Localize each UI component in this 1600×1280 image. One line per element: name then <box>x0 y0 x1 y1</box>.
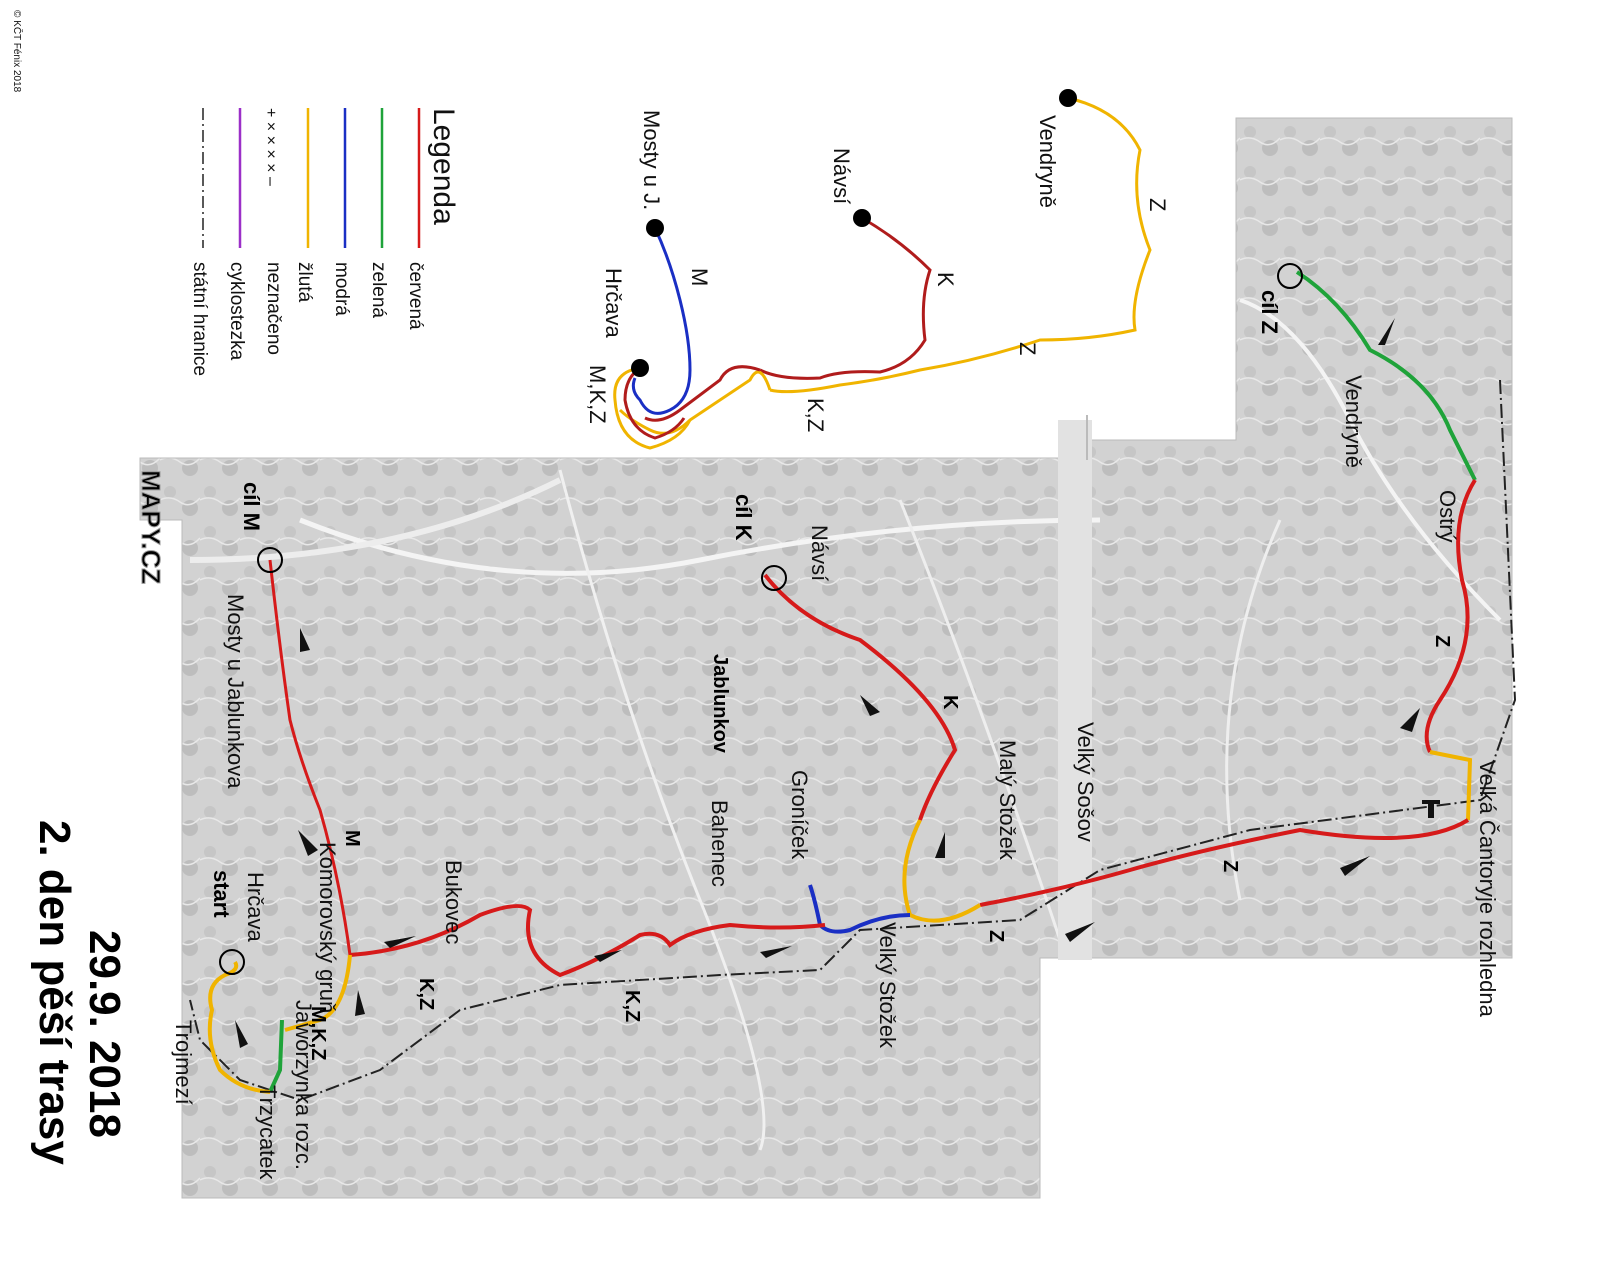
place-navsi: Návsí <box>807 525 832 581</box>
place-velky-sosov: Velký Sošov <box>1073 722 1098 842</box>
legend-item-border: státní hranice <box>189 262 210 376</box>
place-cil-m: cíl M <box>239 482 264 531</box>
arrow-icon <box>298 830 318 856</box>
profile-label-mosty: Mosty u J. <box>639 110 664 210</box>
place-jablunkov: Jablunkov <box>709 654 731 754</box>
profile-route-m: M <box>687 268 712 286</box>
route-blue <box>808 884 911 934</box>
map-background <box>139 117 1513 1199</box>
arrow-icon <box>760 946 792 958</box>
title-date: 29.9. 2018 <box>80 930 129 1138</box>
route-profile <box>613 89 1152 460</box>
profile-route-z2: Z <box>1015 342 1040 355</box>
goal-circle-k <box>761 565 787 591</box>
place-cil-k: cíl K <box>731 494 756 541</box>
route-red-ostry <box>1424 478 1477 753</box>
route-yellow-rozhledna <box>1429 750 1473 821</box>
profile-blue <box>631 227 692 415</box>
profile-red-navsi <box>759 216 932 380</box>
arrow-icon <box>1065 922 1095 942</box>
arrow-icon <box>1340 856 1370 876</box>
goal-circle-m <box>257 547 283 573</box>
legend-item-yellow: žlutá <box>294 262 315 303</box>
legend-heading: Legenda <box>427 108 460 225</box>
profile-loop <box>613 366 692 450</box>
arrow-icon <box>594 950 622 962</box>
map-route-m: M <box>341 830 363 847</box>
legend-item-blue: modrá <box>331 262 352 316</box>
route-yellow-mkz <box>284 954 352 1032</box>
place-komorovsky: Komorovský gruň <box>315 842 340 1013</box>
place-mosty: Mosty u Jablunkova <box>223 594 248 789</box>
arrow-icon <box>235 1020 248 1048</box>
arrow-icon <box>300 628 310 652</box>
legend-unmarked-symbol: + × × × × – <box>262 108 279 186</box>
legend-item-red: červená <box>405 262 426 330</box>
profile-point-mosty <box>646 219 664 237</box>
profile-point-navsi <box>853 209 871 227</box>
profile-route-kz: K,Z <box>803 398 828 432</box>
profile-route-mkz: M,K,Z <box>585 365 610 424</box>
place-maly-stozek: Malý Stožek <box>995 740 1020 861</box>
start-circle <box>219 949 245 975</box>
map-route-z2: Z <box>1219 860 1241 872</box>
legend-lines <box>202 108 421 248</box>
direction-arrows <box>235 318 1420 1048</box>
route-red-z <box>979 818 1470 907</box>
place-hrcava: Hrčava <box>243 872 268 942</box>
profile-route-k: K <box>933 272 958 287</box>
profile-point-vendryne <box>1059 89 1077 107</box>
place-ostry: Ostrý <box>1435 490 1460 543</box>
profile-label-hrcava: Hrčava <box>601 268 626 338</box>
place-rozhledna: Velká Čantoryje rozhledna <box>1475 760 1500 1018</box>
copyright-text: © KČT Fénix 2018 <box>11 10 24 93</box>
rotated-text-layer: © KČT Fénix 2018 Legenda červená zelená … <box>11 10 1500 1181</box>
place-vendryne: Vendryně <box>1341 375 1366 468</box>
place-bukovec: Bukovec <box>441 860 466 944</box>
profile-yellow-kz <box>618 370 772 435</box>
profile-route-z1: Z <box>1145 198 1170 211</box>
route-red-kz <box>349 904 826 978</box>
place-jaworzynka: Jaworzynka rozc. <box>291 1000 316 1170</box>
arrow-icon <box>384 936 416 948</box>
map-routes <box>207 270 1477 1094</box>
goal-circle-z <box>1277 263 1303 289</box>
profile-label-vendryne: Vendryně <box>1035 115 1060 208</box>
tower-icon <box>1422 800 1440 818</box>
place-gronicek: Groníček <box>787 770 812 860</box>
place-velky-stozek: Velký Stožek <box>875 922 900 1049</box>
map-route-mkz: M,K,Z <box>307 1006 329 1060</box>
profile-red-kz <box>644 365 761 422</box>
arrow-icon <box>935 832 945 858</box>
place-cil-z: cíl Z <box>1257 290 1282 334</box>
route-yellow-start <box>207 960 271 1094</box>
profile-point-hrcava <box>631 359 649 377</box>
map-route-z3: Z <box>985 930 1007 942</box>
route-green-vendryne <box>1295 270 1477 481</box>
place-trojmezi: Trojmezí <box>171 1020 196 1105</box>
map-route-kz1: K,Z <box>415 978 437 1010</box>
profile-yellow-vendryne <box>769 96 1152 394</box>
arrow-icon <box>860 695 880 716</box>
arrow-icon <box>1400 708 1420 732</box>
profile-label-navsi: Návsí <box>829 148 854 204</box>
map-route-k: K <box>939 695 961 710</box>
legend-item-unmarked: neznačeno <box>263 262 284 355</box>
map-route-z1: Z <box>1431 635 1453 647</box>
place-start: start <box>209 870 234 918</box>
place-trzycatek: Trzycatek <box>255 1085 280 1181</box>
route-green-jaworzynka <box>268 1019 284 1093</box>
place-bahenec: Bahenec <box>707 800 732 887</box>
arrow-icon <box>1378 318 1395 345</box>
mapy-logo: MAPY.CZ <box>136 470 166 584</box>
legend-item-cycle: cyklostezka <box>226 262 247 361</box>
route-red-m <box>268 559 352 956</box>
arrow-icon <box>355 990 365 1016</box>
map-route-kz2: K,Z <box>621 990 643 1022</box>
route-red-k <box>763 573 958 821</box>
title-subtitle: 2. den pěší trasy <box>30 820 79 1165</box>
legend-item-green: zelená <box>368 262 389 318</box>
